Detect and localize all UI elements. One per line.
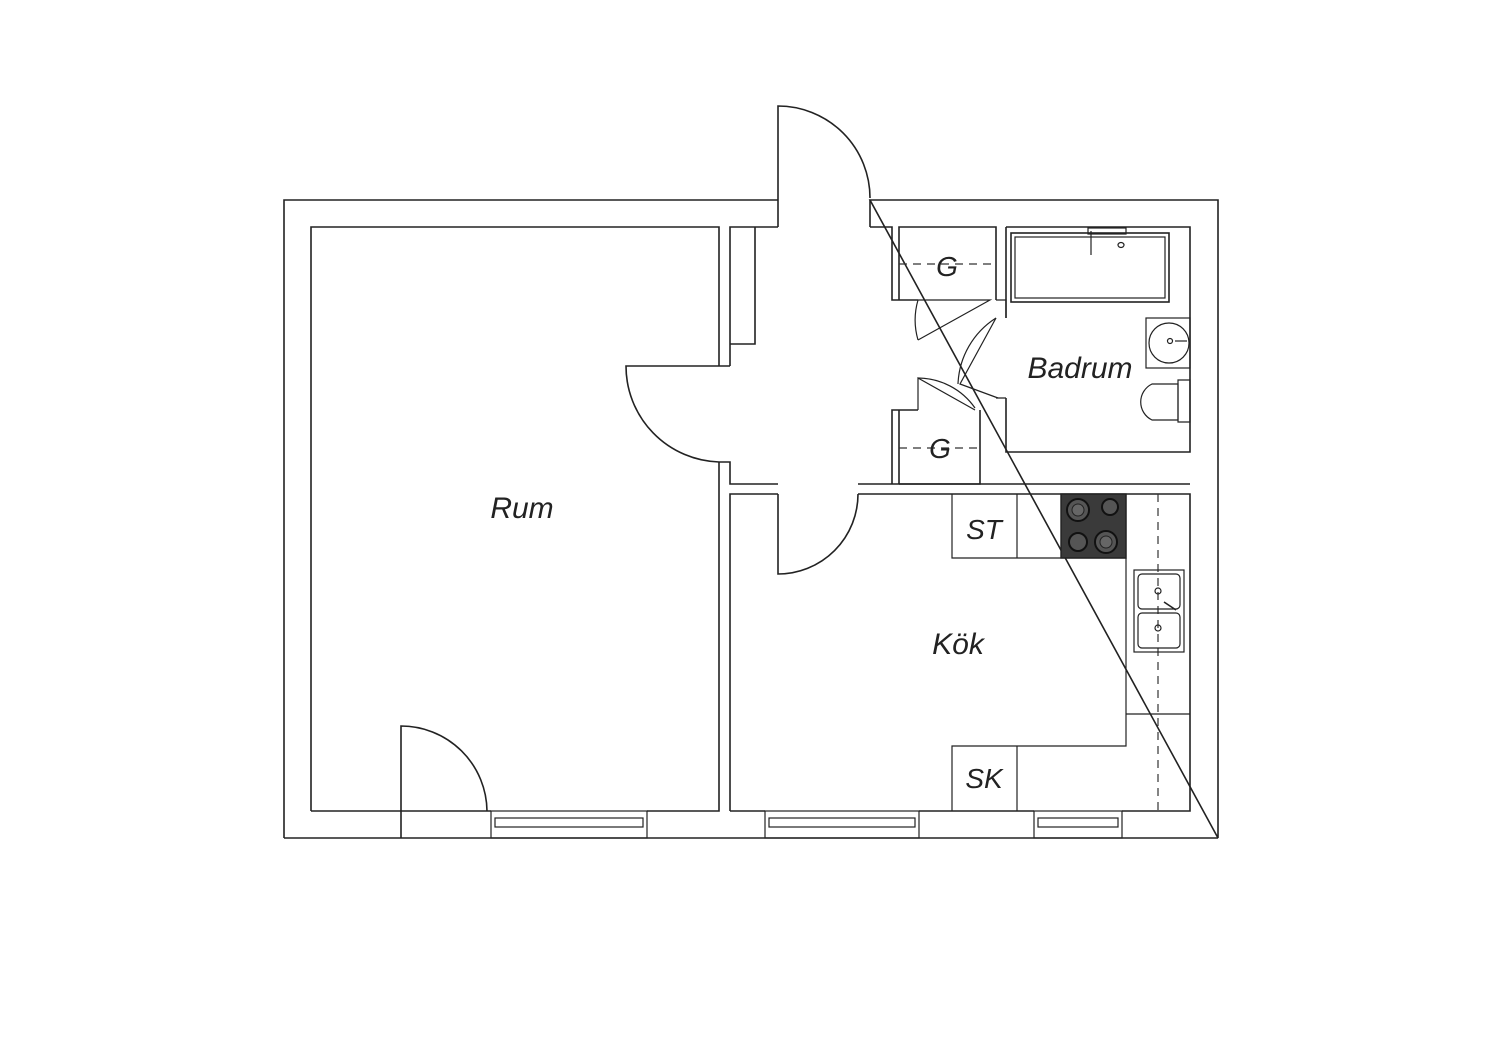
room-badrum: Badrum bbox=[957, 226, 1191, 453]
bathroom-sink bbox=[1145, 317, 1191, 369]
closet-label-bottom: G bbox=[929, 433, 951, 464]
room-label-badrum: Badrum bbox=[1027, 352, 1132, 385]
toilet bbox=[1177, 379, 1191, 423]
room-label-kok: Kök bbox=[932, 628, 986, 661]
closet-top: G bbox=[870, 226, 997, 341]
rum-door bbox=[625, 365, 720, 463]
room-kok bbox=[729, 493, 1191, 812]
stove-cabinet-label: ST bbox=[966, 514, 1004, 545]
window-kok-2 bbox=[1033, 810, 1123, 839]
window-kok-1 bbox=[764, 810, 920, 839]
bathtub bbox=[1010, 232, 1170, 303]
fridge-cabinet-label: SK bbox=[965, 763, 1004, 794]
closet-bottom: G bbox=[891, 376, 981, 485]
room-rum bbox=[310, 226, 720, 812]
balcony-door bbox=[400, 725, 488, 838]
entrance-door bbox=[777, 105, 871, 227]
kitchen-sink bbox=[1133, 569, 1185, 653]
window-rum bbox=[490, 810, 648, 839]
room-label-rum: Rum bbox=[490, 492, 553, 525]
kok-door bbox=[777, 493, 859, 575]
stove bbox=[1060, 493, 1127, 559]
closet-label-top: G bbox=[936, 251, 958, 282]
